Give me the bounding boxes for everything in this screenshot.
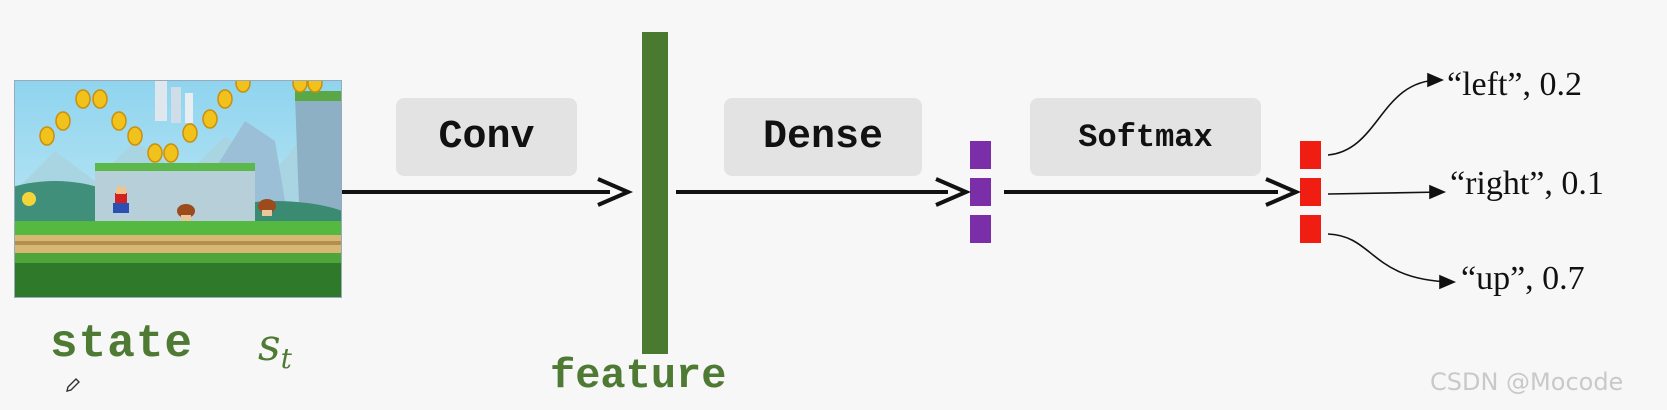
arrow-to-right <box>1327 191 1443 195</box>
state-label: state <box>50 318 194 370</box>
feature-vector-bar <box>642 32 668 354</box>
dense-layer-box: Dense <box>724 98 922 176</box>
dense-neuron <box>970 178 991 206</box>
watermark: CSDN @Mocode <box>1430 368 1624 396</box>
softmax-neuron <box>1300 215 1321 243</box>
output-left-label: “left”, 0.2 <box>1447 66 1582 103</box>
output-up-label: “up”, 0.7 <box>1461 260 1585 297</box>
state-symbol: st <box>258 320 292 375</box>
arrow-head <box>1427 72 1445 88</box>
softmax-layer-box: Softmax <box>1030 98 1261 176</box>
arrow-head <box>1439 274 1457 290</box>
arrow-head <box>1265 177 1302 207</box>
arrow-head <box>597 177 634 207</box>
softmax-neuron <box>1300 141 1321 169</box>
dense-neuron <box>970 215 991 243</box>
output-right-label: “right”, 0.1 <box>1450 165 1604 202</box>
softmax-neuron <box>1300 178 1321 206</box>
state-symbol-subscript: t <box>280 342 292 375</box>
arrow-head <box>1429 184 1447 200</box>
arrow-to-left <box>1327 79 1441 156</box>
pencil-icon <box>64 376 82 394</box>
arrow-to-up <box>1327 233 1453 283</box>
game-screenshot-image <box>14 80 342 298</box>
arrow-head <box>935 177 972 207</box>
conv-layer-box: Conv <box>396 98 577 176</box>
feature-label: feature <box>550 352 727 400</box>
dense-neuron <box>970 141 991 169</box>
state-symbol-base: s <box>258 320 281 371</box>
